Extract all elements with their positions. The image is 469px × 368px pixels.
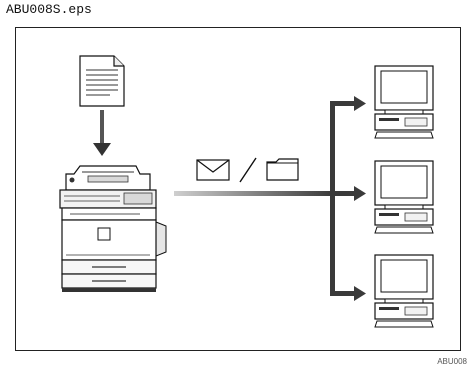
envelope-icon bbox=[196, 159, 230, 181]
computer-icon bbox=[374, 65, 434, 139]
file-name-label: ABU008S.eps bbox=[6, 2, 92, 17]
branch-arrow-top bbox=[330, 96, 366, 111]
branch-arrow-middle bbox=[333, 186, 366, 201]
feed-arrow bbox=[93, 110, 111, 156]
figure-id-label: ABU008 bbox=[437, 357, 467, 366]
folder-icon bbox=[266, 158, 299, 181]
copier-machine-icon bbox=[59, 165, 167, 292]
slash-separator bbox=[239, 157, 257, 183]
document-icon bbox=[79, 55, 125, 107]
figure-frame bbox=[15, 27, 461, 351]
computer-icon bbox=[374, 254, 434, 328]
transmission-line bbox=[174, 101, 335, 296]
branch-arrow-bottom bbox=[330, 286, 366, 301]
computer-icon bbox=[374, 160, 434, 234]
